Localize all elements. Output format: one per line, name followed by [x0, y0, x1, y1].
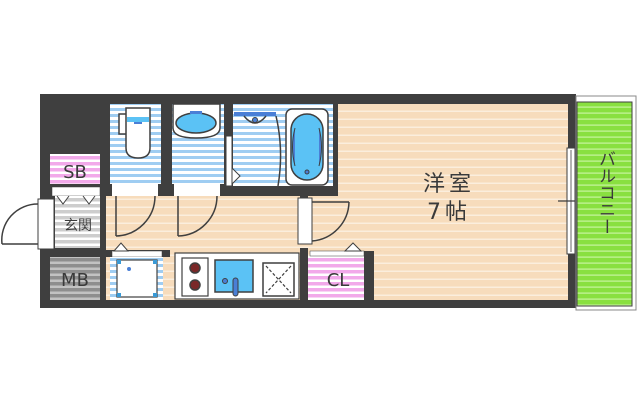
- meter-box-label: MB: [61, 270, 89, 291]
- toilet-icon: [118, 107, 151, 159]
- stove-icon: [181, 257, 209, 297]
- shoe-box: [50, 154, 100, 184]
- entrance-label: 玄関: [64, 217, 92, 234]
- bathtub-icon: [285, 108, 329, 186]
- washing-machine-pan-icon: [110, 257, 163, 300]
- washroom-door[interactable]: [177, 195, 218, 237]
- shoe-box-label: SB: [63, 162, 87, 183]
- closet-label: CL: [327, 270, 350, 291]
- entrance-door[interactable]: [1, 203, 39, 245]
- entrance-door-frame: [37, 198, 55, 250]
- shower-icon: [234, 112, 282, 187]
- closet: [308, 256, 364, 300]
- room-door[interactable]: [311, 201, 350, 242]
- western-room-label: 洋室: [423, 172, 475, 197]
- entrance: [55, 196, 100, 248]
- western-room: [338, 104, 568, 300]
- toilet-door[interactable]: [115, 195, 156, 237]
- fridge-space-icon: [262, 262, 295, 297]
- sink-icon: [214, 259, 254, 297]
- balcony-label: バルコニー: [595, 150, 615, 235]
- western-room-size: 7帖: [427, 200, 471, 225]
- balcony: [576, 101, 633, 307]
- meter-box: [50, 257, 100, 300]
- washbasin-icon: [172, 103, 221, 139]
